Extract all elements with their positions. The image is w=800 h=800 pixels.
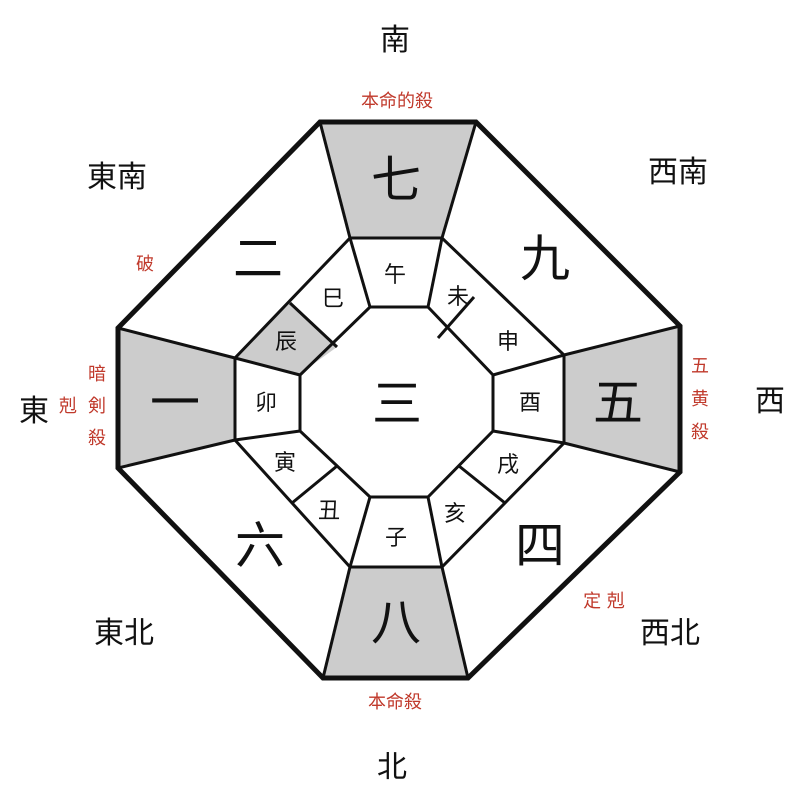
branch-mao: 卯 <box>255 391 277 416</box>
star-center: 三 <box>372 375 422 433</box>
outer-radials <box>117 121 681 679</box>
direction-east: 東 <box>19 394 49 429</box>
star-southwest: 九 <box>520 230 570 288</box>
branch-you: 酉 <box>519 391 541 416</box>
branch-yin: 寅 <box>274 451 296 476</box>
annotation-northwest: 定 剋 <box>583 591 625 612</box>
branch-zi: 子 <box>385 526 407 551</box>
annotation-east-3: 殺 <box>88 428 106 449</box>
sector-south-shaded <box>320 122 476 238</box>
star-west: 五 <box>593 374 643 432</box>
star-northeast: 六 <box>235 517 285 575</box>
inner-radials <box>234 237 565 568</box>
star-south: 七 <box>371 151 421 209</box>
star-southeast: 二 <box>233 230 283 288</box>
direction-south: 南 <box>380 23 410 58</box>
sector-east-shaded <box>118 328 235 468</box>
direction-southwest: 西南 <box>648 155 708 190</box>
annotation-east-1: 暗 <box>88 364 106 385</box>
sector-chen-shaded <box>235 303 337 375</box>
sector-north-shaded <box>323 567 468 678</box>
annotation-southeast: 破 <box>136 254 154 275</box>
sector-west-shaded <box>564 326 680 472</box>
annotation-west-3: 殺 <box>691 422 709 443</box>
branch-shen: 申 <box>497 330 519 355</box>
branch-chou: 丑 <box>318 499 340 524</box>
branch-wu: 午 <box>384 263 406 288</box>
direction-north: 北 <box>377 750 407 785</box>
star-northwest: 四 <box>515 517 565 575</box>
branch-wei: 未 <box>447 285 469 310</box>
direction-southeast: 東南 <box>87 160 147 195</box>
star-east: 一 <box>150 374 200 432</box>
direction-west: 西 <box>755 384 785 419</box>
annotation-west-1: 五 <box>691 356 709 377</box>
branch-si: 巳 <box>322 287 344 312</box>
direction-northeast: 東北 <box>94 616 154 651</box>
branch-chen: 辰 <box>275 330 297 355</box>
star-north: 八 <box>371 594 421 652</box>
branch-hai: 亥 <box>444 502 466 527</box>
annotation-east-4: 剋 <box>59 396 77 417</box>
annotation-east-2: 剣 <box>88 396 106 417</box>
direction-northwest: 西北 <box>640 616 700 651</box>
annotation-south: 本命的殺 <box>361 91 433 112</box>
branch-xu: 戌 <box>497 453 519 478</box>
annotation-north: 本命殺 <box>368 692 422 713</box>
annotation-west-2: 黄 <box>691 389 709 410</box>
